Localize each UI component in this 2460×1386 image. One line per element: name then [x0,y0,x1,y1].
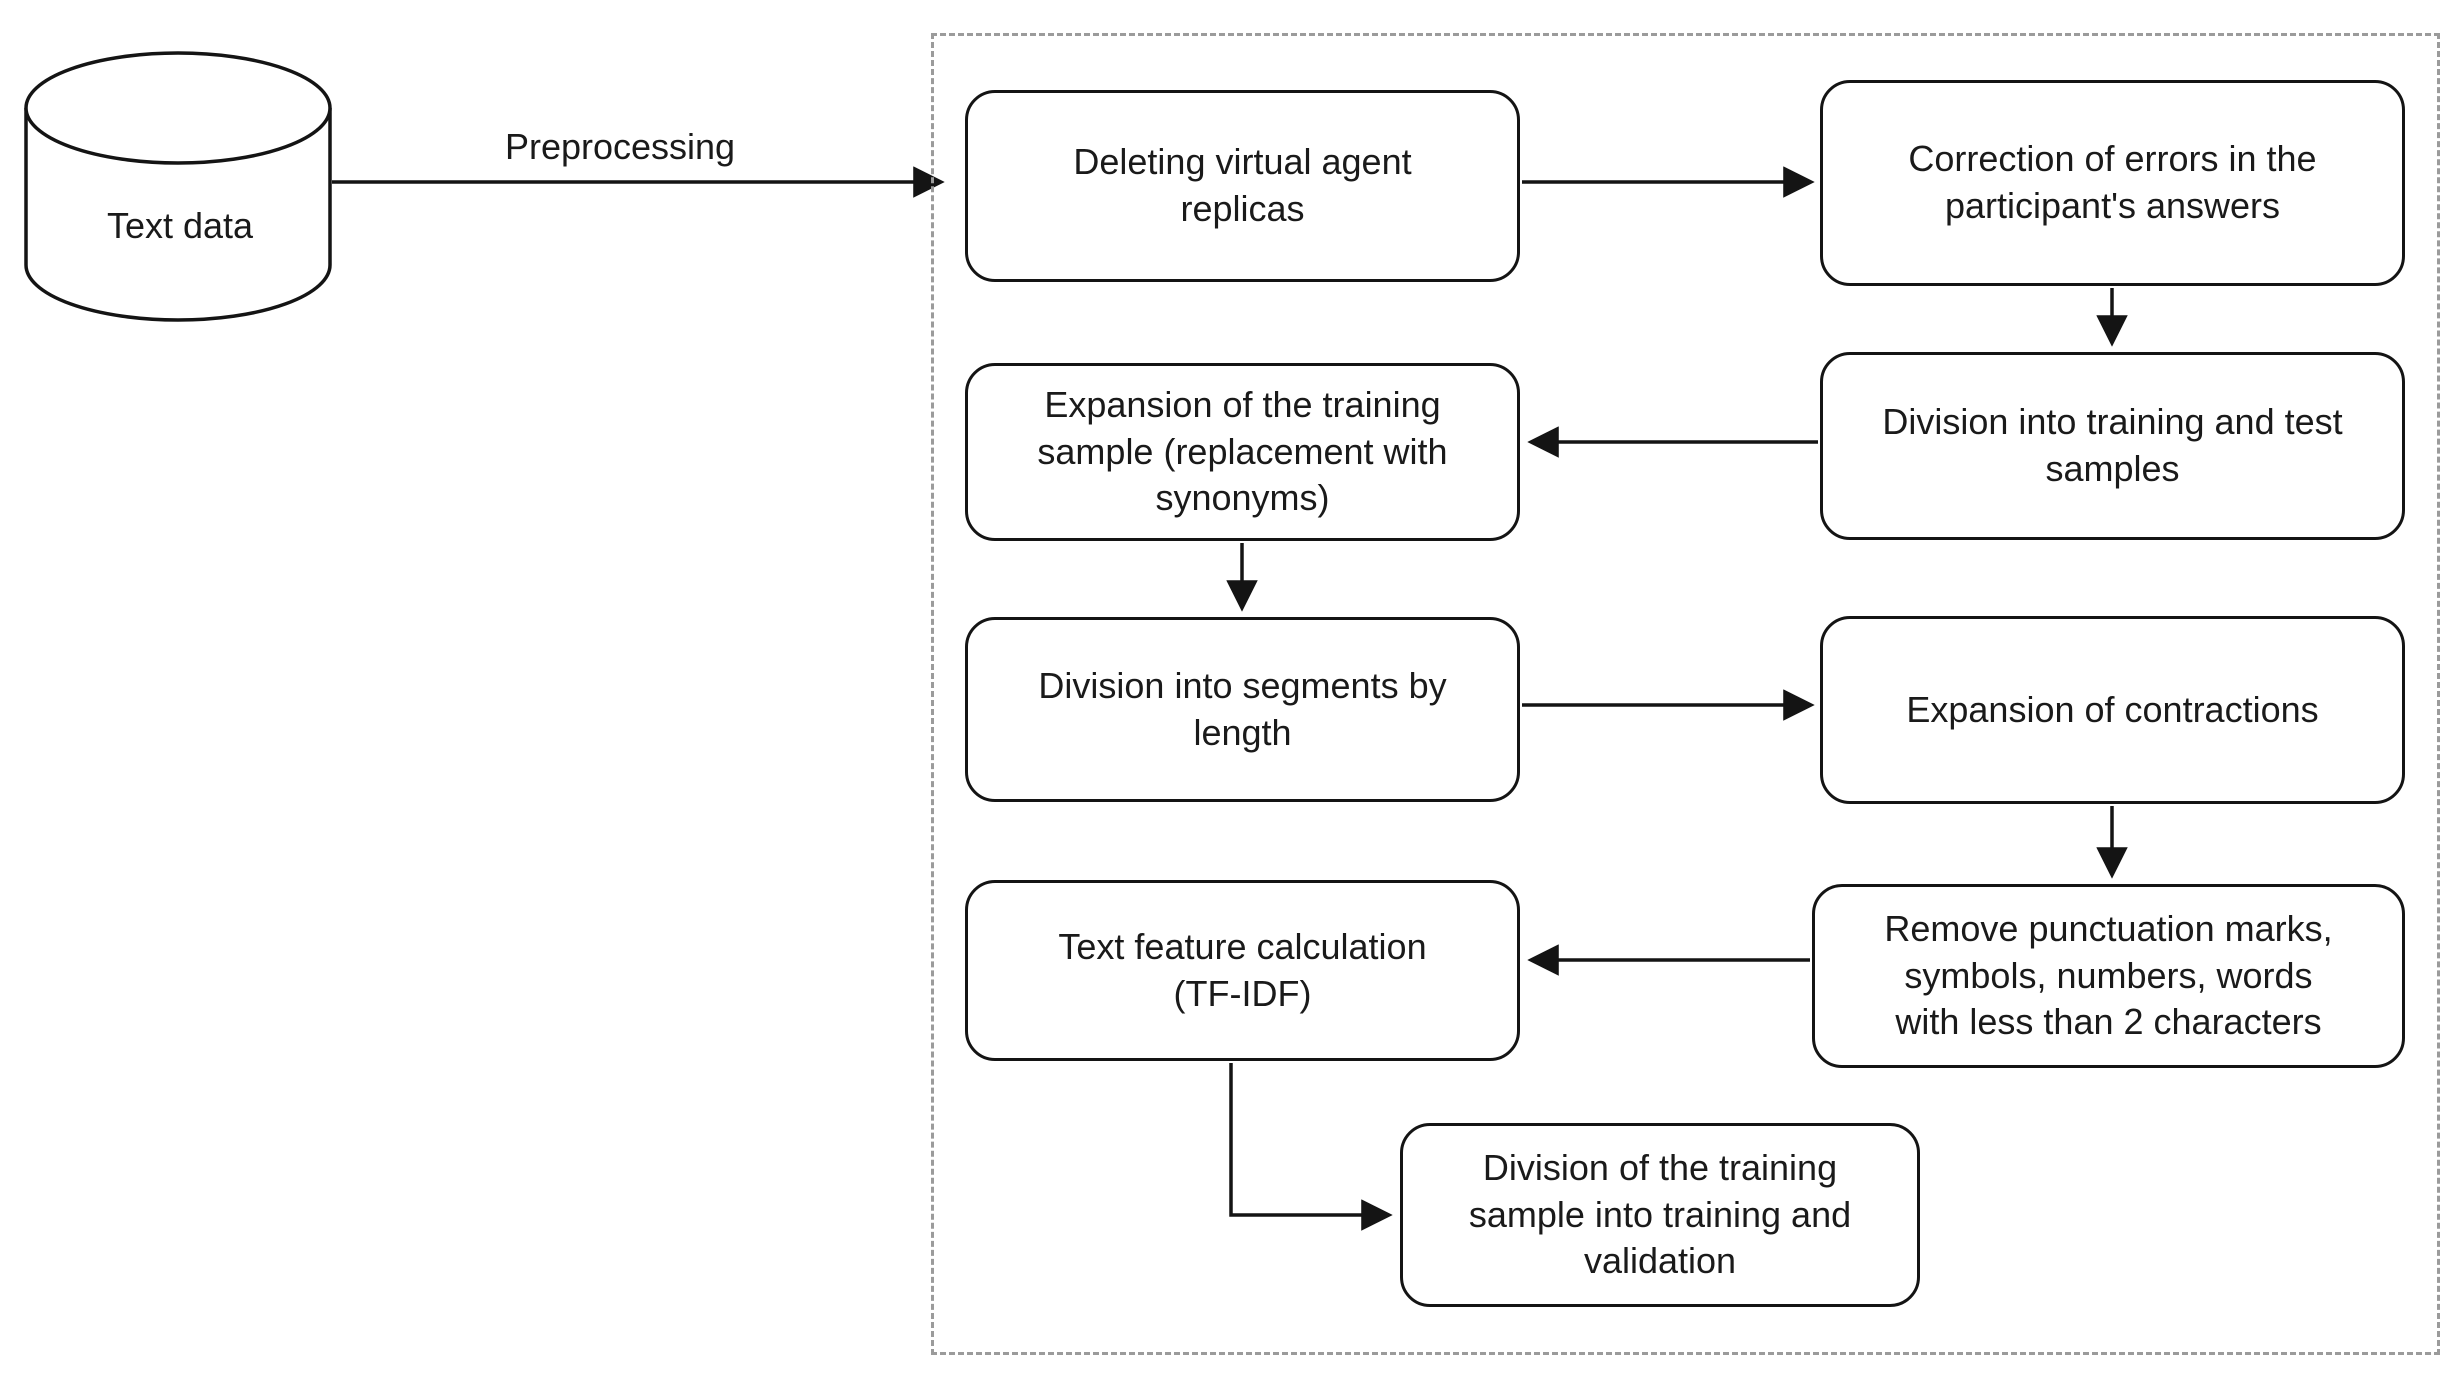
preprocessing-edge-label: Preprocessing [504,126,736,167]
node-text-feature-calculation-tfidf: Text feature calculation (TF-IDF) [965,880,1520,1061]
node-label: Remove punctuation marks, symbols, numbe… [1884,907,2333,1043]
node-deleting-virtual-agent-replicas: Deleting virtual agent replicas [965,90,1520,282]
node-label: Text feature calculation (TF-IDF) [1058,925,1427,1014]
node-label: Division of the training sample into tra… [1468,1146,1852,1282]
node-label: Expansion of the training sample (replac… [1037,383,1448,519]
node-remove-punctuation-symbols-numbers: Remove punctuation marks, symbols, numbe… [1812,884,2405,1068]
node-correction-of-errors: Correction of errors in the participant'… [1820,80,2405,286]
database-cylinder-icon [24,51,332,322]
node-division-training-test-samples: Division into training and test samples [1820,352,2405,540]
node-expansion-of-contractions: Expansion of contractions [1820,616,2405,804]
text-data-label: Text data [106,205,254,246]
arrow-tfidf-to-validation [1229,1063,1393,1231]
node-label: Expansion of contractions [1906,688,2319,730]
node-label: Correction of errors in the participant'… [1908,138,2317,226]
node-division-into-segments-by-length: Division into segments by length [965,617,1520,802]
node-label: Deleting virtual agent replicas [1073,141,1412,229]
node-division-training-validation: Division of the training sample into tra… [1400,1123,1920,1307]
node-label: Division into training and test samples [1882,401,2343,489]
node-label: Division into segments by length [1038,664,1447,753]
node-expansion-training-sample-synonyms: Expansion of the training sample (replac… [965,363,1520,541]
preprocessing-group-border [931,33,2440,1355]
